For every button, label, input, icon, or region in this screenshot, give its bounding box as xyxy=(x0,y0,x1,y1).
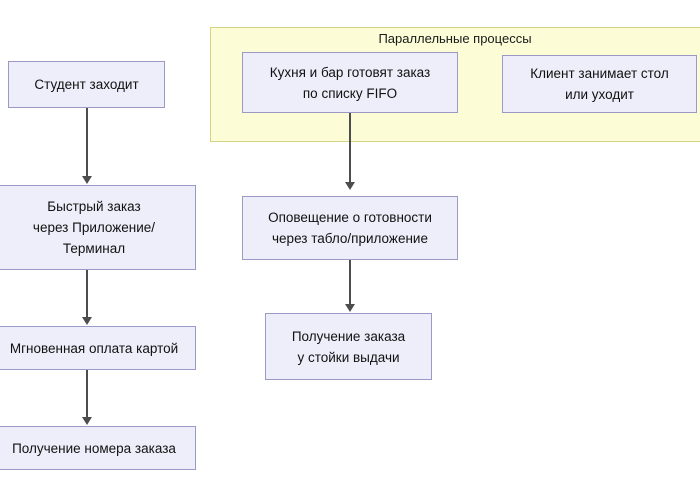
edge-quick-order-to-payment xyxy=(86,270,88,318)
node-client-takes-table[interactable]: Клиент занимает стол или уходит xyxy=(502,55,697,113)
edge-notification-to-pickup-arrowhead xyxy=(345,304,355,312)
node-order-number[interactable]: Получение номера заказа xyxy=(0,426,196,470)
parallel-processes-group-title: Параллельные процессы xyxy=(378,31,532,46)
node-quick-order[interactable]: Быстрый заказ через Приложение/ Терминал xyxy=(0,185,196,270)
edge-kitchen-to-notification-arrowhead xyxy=(345,182,355,190)
edge-payment-to-order-number-arrowhead xyxy=(82,417,92,425)
node-instant-payment[interactable]: Мгновенная оплата картой xyxy=(0,326,196,370)
edge-student-to-quick-order-arrowhead xyxy=(82,176,92,184)
edge-student-to-quick-order xyxy=(86,108,88,177)
edge-quick-order-to-payment-arrowhead xyxy=(82,317,92,325)
node-student-enters[interactable]: Студент заходит xyxy=(8,61,165,108)
node-notification[interactable]: Оповещение о готовности через табло/прил… xyxy=(242,196,458,260)
edge-payment-to-order-number xyxy=(86,370,88,418)
edge-kitchen-to-notification xyxy=(349,113,351,183)
node-pickup-counter[interactable]: Получение заказа у стойки выдачи xyxy=(265,313,432,380)
edge-notification-to-pickup xyxy=(349,260,351,305)
node-kitchen-bar-fifo[interactable]: Кухня и бар готовят заказ по списку FIFO xyxy=(242,52,458,113)
